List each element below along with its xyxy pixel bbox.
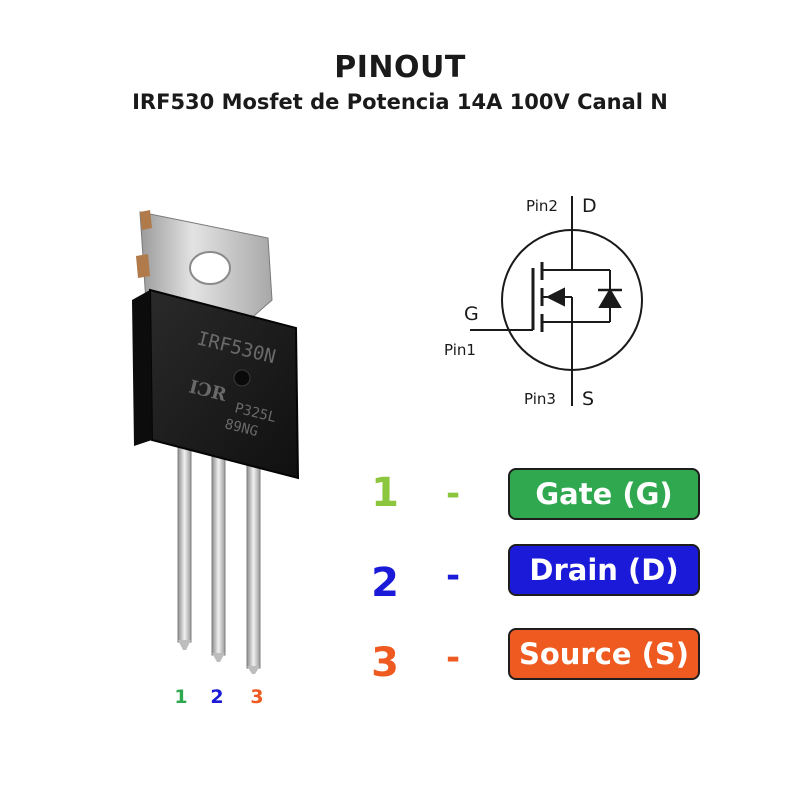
mounting-hole [189, 251, 231, 285]
pin-separator-gate: - [445, 474, 461, 514]
lead-number-3: 3 [250, 686, 264, 708]
label-drain-pin: Pin2 [526, 197, 558, 215]
pinout-row-drain: 2 - Drain (D) [0, 544, 800, 606]
pin-number-drain: 2 [371, 560, 399, 606]
label-source-pin: Pin3 [524, 390, 556, 408]
pin-number-gate: 1 [371, 470, 399, 516]
body-diode [598, 288, 622, 308]
lead-number-2: 2 [210, 686, 224, 708]
lead-1 [177, 429, 192, 643]
package-marking-lot: 89NG [223, 416, 260, 440]
pin-separator-drain: - [445, 556, 461, 596]
mosfet-schematic [470, 196, 643, 406]
pinout-row-gate: 1 - Gate (G) [0, 468, 800, 528]
page-title: PINOUT [334, 50, 466, 85]
pin-separator-source: - [445, 638, 461, 678]
label-gate-letter: G [464, 303, 479, 325]
pin-number-source: 3 [371, 640, 399, 686]
label-source-letter: S [582, 388, 594, 410]
pin-label-drain: Drain (D) [508, 544, 700, 596]
label-gate-pin: Pin1 [444, 341, 476, 359]
pinout-row-source: 3 - Source (S) [0, 626, 800, 686]
page-subtitle: IRF530 Mosfet de Potencia 14A 100V Canal… [132, 90, 668, 114]
body-arrow [545, 287, 565, 307]
pin-label-source: Source (S) [508, 628, 700, 680]
schematic-labels: Pin2 D G Pin1 Pin3 S [444, 195, 597, 410]
lead-number-1: 1 [174, 686, 188, 708]
pin-label-gate: Gate (G) [508, 468, 700, 520]
mosfet-package: IRF530N IƆR P325L 89NG [132, 210, 300, 674]
label-drain-letter: D [582, 195, 597, 217]
